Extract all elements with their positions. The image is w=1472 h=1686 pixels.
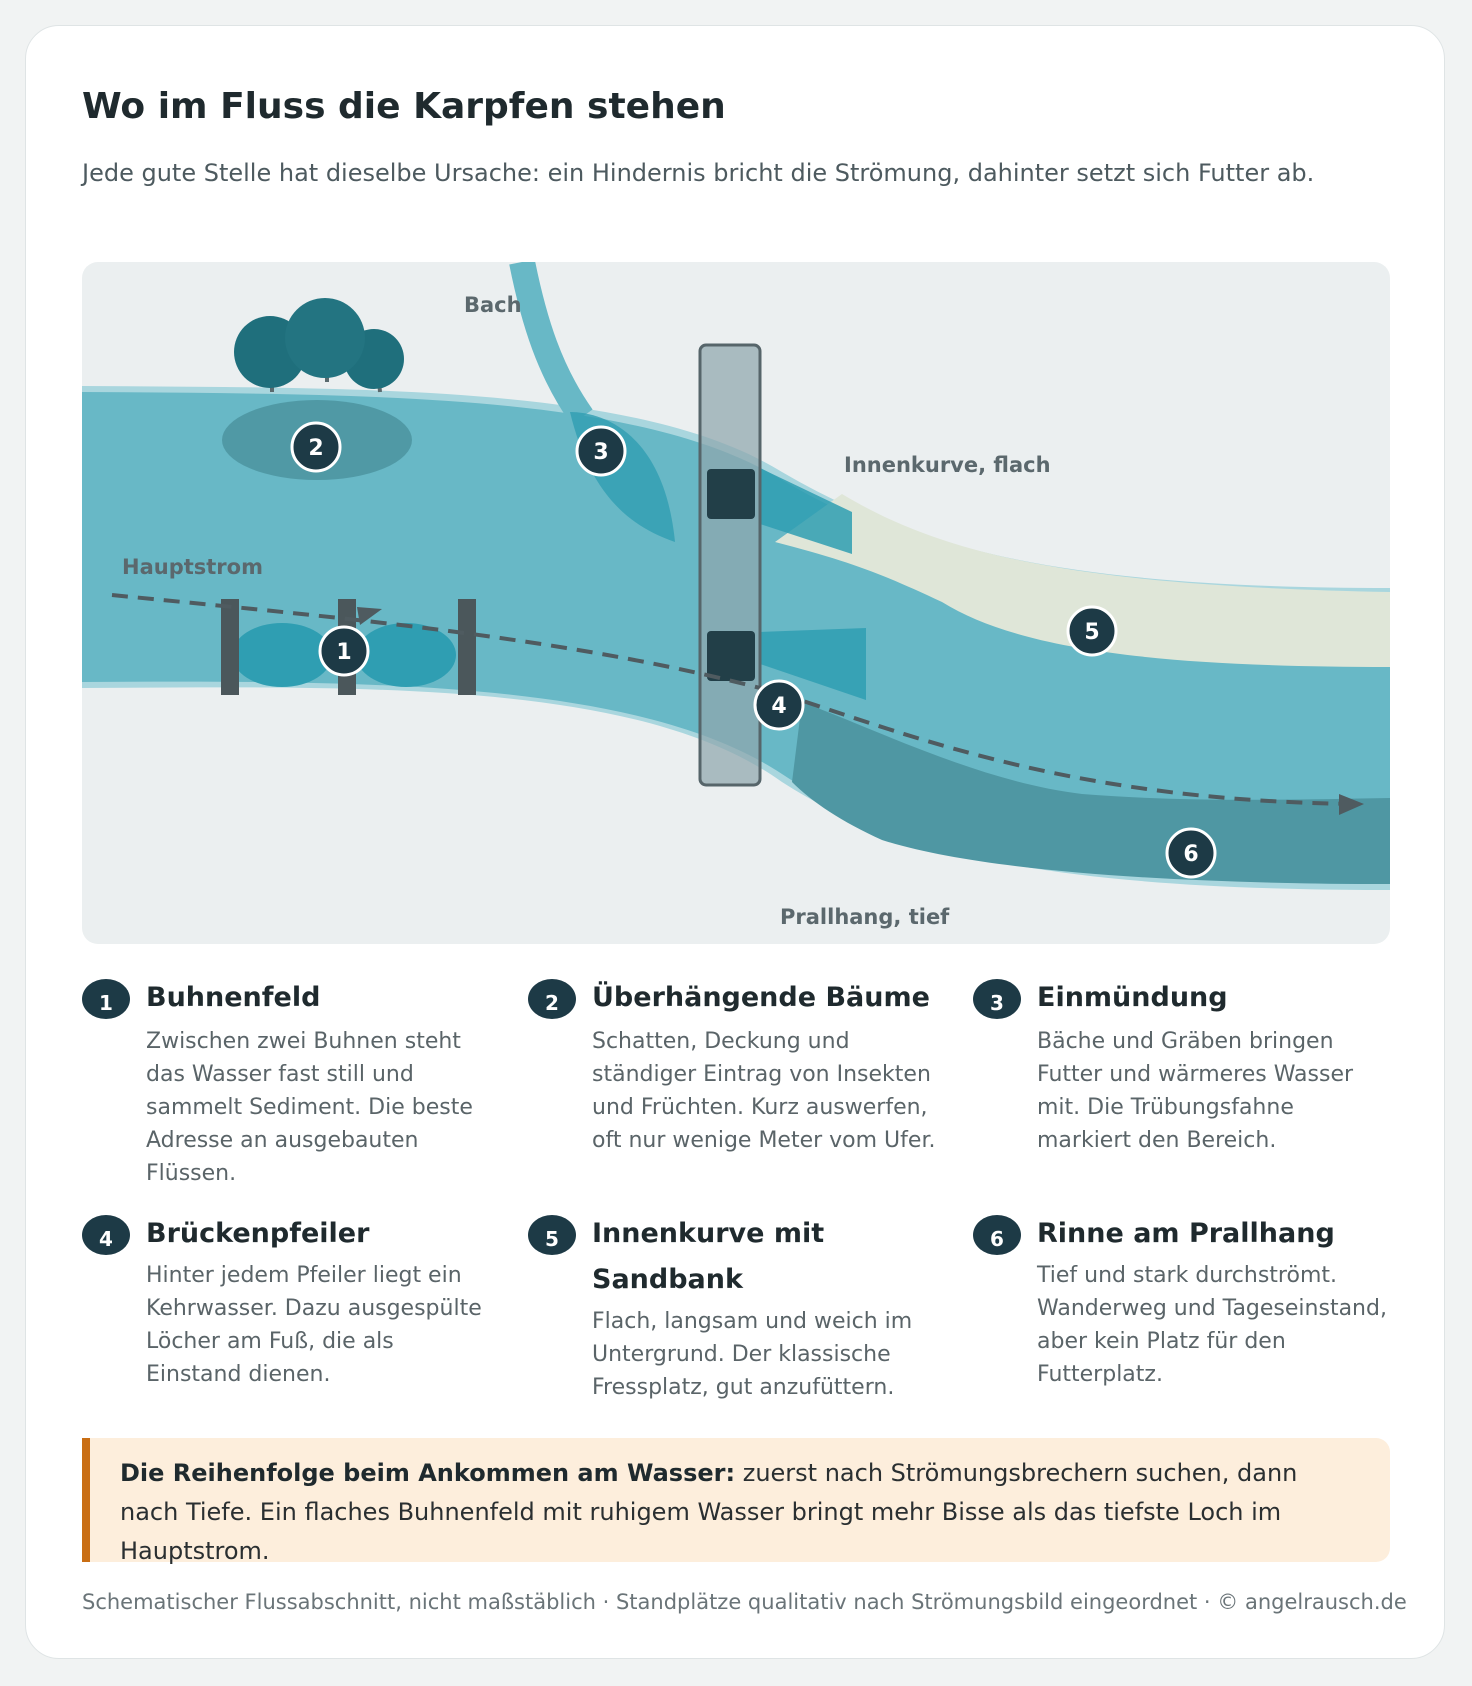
bridge-eddy-bottom (760, 628, 866, 700)
legend-text: Flach, langsam und weich im Untergrund. … (592, 1309, 913, 1400)
river-map-svg: Bach Innenkurve, flach Hauptstrom Prallh… (82, 262, 1390, 929)
svg-text:2: 2 (308, 436, 323, 461)
legend-text: Tief und stark durchströmt. Wanderweg un… (1037, 1263, 1387, 1387)
legend-text: Bäche und Gräben bringen Futter und wärm… (1037, 1029, 1354, 1153)
current-arrowhead-start (357, 607, 382, 625)
legend-title: Überhängende Bäume (592, 982, 930, 1013)
bridge-pier-top (707, 469, 755, 519)
label-prallhang: Prallhang, tief (780, 905, 950, 929)
legend-badge: 6 (973, 1215, 1021, 1255)
bridge-deck (698, 343, 762, 787)
svg-text:6: 6 (1183, 842, 1198, 867)
legend-title: Rinne am Prallhang (1037, 1218, 1335, 1249)
marker-6: 6 (1165, 827, 1217, 879)
legend-badge: 2 (528, 979, 576, 1019)
footer-note: Schematischer Flussabschnitt, nicht maßs… (82, 1590, 1407, 1614)
label-bach: Bach (464, 293, 522, 317)
callout-bold: Die Reihenfolge beim Ankommen am Wasser: (120, 1459, 736, 1487)
legend-title: Buhnenfeld (146, 982, 321, 1013)
callout-text: zuerst nach Strömungsbrechern suchen, da… (120, 1459, 1298, 1565)
groyne-3 (458, 599, 476, 695)
svg-text:1: 1 (336, 640, 351, 665)
tip-callout: Die Reihenfolge beim Ankommen am Wasser:… (82, 1438, 1390, 1565)
groyne-eddy-left (232, 623, 332, 687)
trees (234, 298, 404, 393)
legend-text: Schatten, Deckung und ständiger Eintrag … (592, 1029, 936, 1153)
groyne-eddy-right (356, 623, 456, 687)
legend-badge: 3 (973, 979, 1021, 1019)
legend-text: Zwischen zwei Buhnen steht das Wasser fa… (146, 1029, 473, 1186)
creek (509, 262, 593, 425)
page-title: Wo im Fluss die Karpfen stehen (82, 86, 726, 127)
bridge-eddy-top (760, 468, 852, 554)
bridge-pier-bottom (707, 631, 755, 681)
legend-title: Innenkurve mit Sandbank (592, 1218, 825, 1295)
page-subtitle: Jede gute Stelle hat dieselbe Ursache: e… (82, 159, 1315, 187)
svg-text:5: 5 (1084, 620, 1099, 645)
legend-text: Hinter jedem Pfeiler liegt ein Kehrwasse… (146, 1263, 482, 1387)
marker-1: 1 (318, 625, 370, 677)
marker-2: 2 (290, 421, 342, 473)
svg-text:4: 4 (771, 694, 786, 719)
legend-badge: 4 (82, 1215, 130, 1255)
legend-title: Brückenpfeiler (146, 1218, 370, 1249)
current-arrowhead-end (1339, 794, 1364, 815)
river-map: Bach Innenkurve, flach Hauptstrom Prallh… (82, 262, 1390, 944)
svg-text:3: 3 (593, 440, 608, 465)
legend-badge: 1 (82, 979, 130, 1019)
marker-3: 3 (575, 425, 627, 477)
label-hauptstrom: Hauptstrom (122, 555, 263, 579)
legend-title: Einmündung (1037, 982, 1228, 1013)
legend-badge: 5 (528, 1215, 576, 1255)
legend: 1 Buhnenfeld Zwischen zwei Buhnen steht … (82, 975, 1390, 1415)
sandbank (775, 494, 1390, 667)
deep-channel (792, 702, 1390, 884)
label-innenkurve: Innenkurve, flach (844, 453, 1051, 477)
marker-5: 5 (1066, 605, 1118, 657)
marker-4: 4 (753, 679, 805, 731)
groyne-1 (221, 599, 239, 695)
